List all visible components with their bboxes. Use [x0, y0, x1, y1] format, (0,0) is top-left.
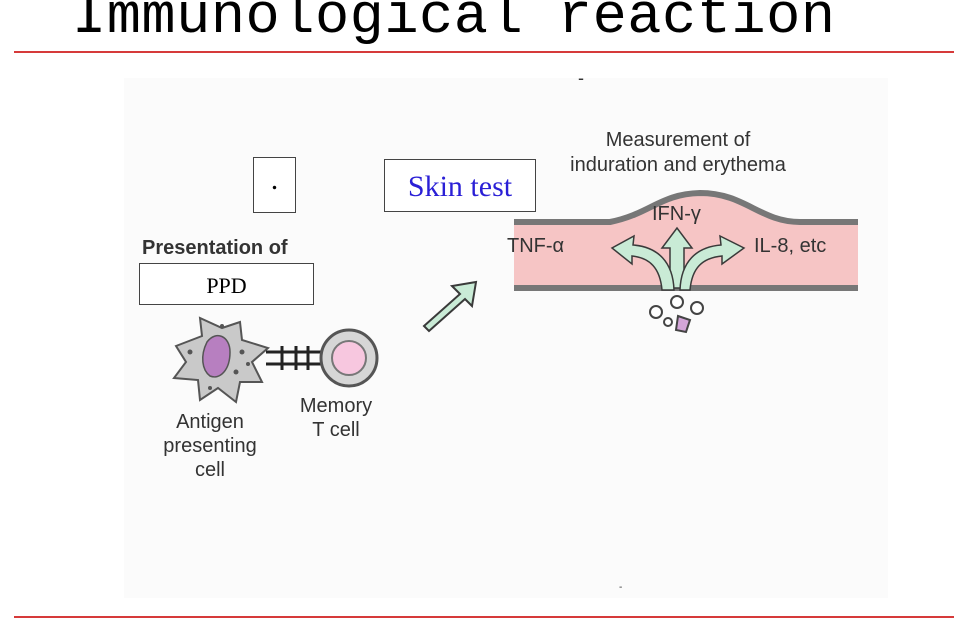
tnf-label: TNF-α — [507, 235, 564, 257]
infiltrating-cells — [649, 295, 704, 334]
antigen-presenting-cell — [172, 316, 271, 404]
apc-label-line2: presenting — [163, 435, 256, 457]
ppd-box: PPD — [139, 263, 314, 305]
cytokine-arrows — [610, 226, 746, 291]
apc-label-line3: cell — [195, 459, 225, 481]
presentation-of-label: Presentation of — [142, 237, 288, 259]
tcell-label-line2: T cell — [312, 419, 359, 441]
receptor-synapse — [266, 346, 322, 370]
skin-surface-line — [514, 189, 858, 225]
ifn-label: IFN-γ — [652, 203, 701, 225]
bottom-rule — [14, 616, 954, 618]
title-underline — [14, 51, 954, 53]
measurement-label-line1: Measurement of — [606, 129, 751, 151]
tnf-arrow — [610, 234, 675, 291]
measurement-label-line2: induration and erythema — [570, 154, 787, 176]
il8-arrow — [679, 234, 746, 291]
apc-nucleus — [202, 334, 231, 378]
top-dash-mark: - — [578, 68, 584, 88]
apc-label-line1: Antigen — [176, 411, 244, 433]
bottom-dash-mark: - — [619, 582, 622, 593]
diagonal-arrow — [422, 280, 478, 333]
memory-t-cell — [319, 328, 379, 388]
dot-box: . — [253, 157, 296, 213]
skin-test-box: Skin test — [384, 159, 536, 212]
il8-label: IL-8, etc — [754, 235, 826, 257]
tcell-label-line1: Memory — [300, 395, 372, 417]
slide-title: Immunological reaction — [72, 0, 836, 50]
